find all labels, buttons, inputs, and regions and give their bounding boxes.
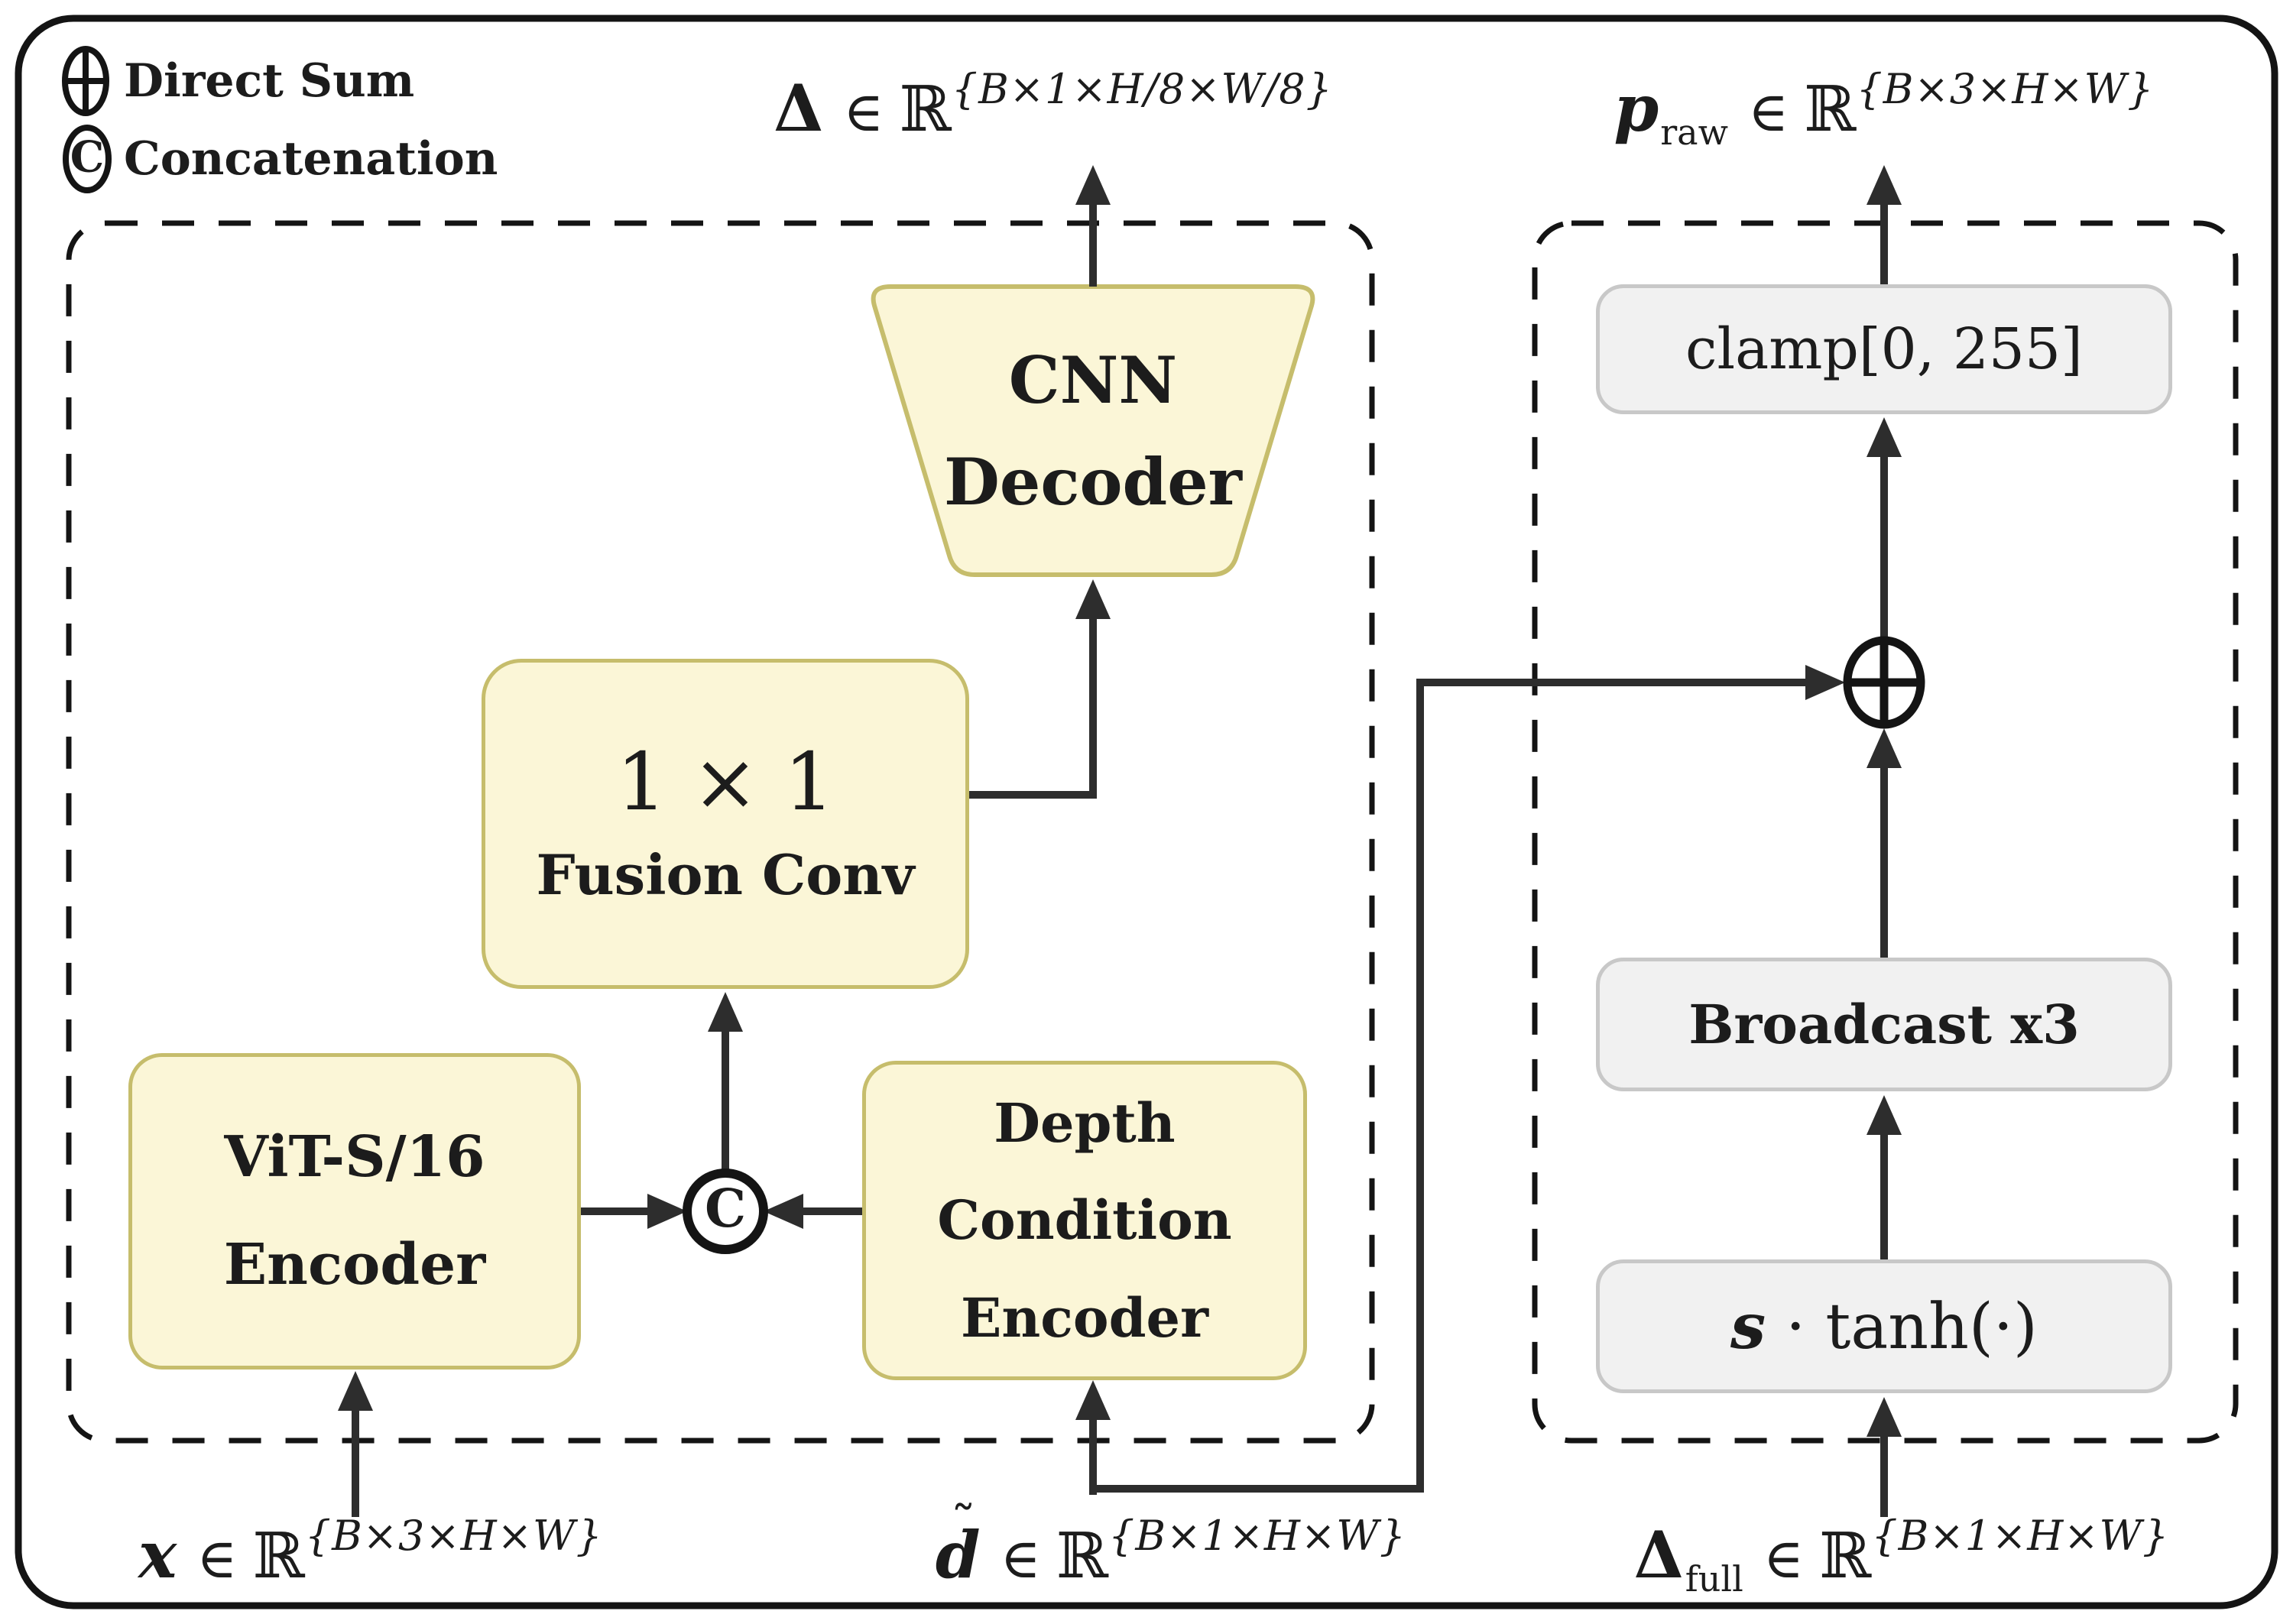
- arrowhead-sum-to-clamp: [1867, 417, 1902, 457]
- arrowhead-dtilde-to-depth: [1075, 1380, 1111, 1420]
- arrowhead-fusion-to-decoder: [1075, 579, 1111, 619]
- vit-encoder-block: ViT-S/16 Encoder: [128, 1053, 581, 1370]
- arrowhead-clamp-to-praw: [1867, 165, 1902, 205]
- fusion-conv-line1: 1 × 1: [616, 735, 835, 829]
- direct-sum-icon: [62, 46, 109, 116]
- real-set-symbol: ℝ: [1804, 73, 1857, 146]
- clamp-label: clamp[0, 255]: [1685, 316, 2083, 382]
- delta-full-shape-superscript: {B×1×H×W}: [1871, 1512, 2170, 1560]
- real-set-symbol: ℝ: [252, 1520, 305, 1593]
- arrowhead-vit-to-concat: [647, 1194, 687, 1229]
- delta-full-symbol: Δ: [1633, 1517, 1684, 1593]
- depth-encoder-line2: Condition: [937, 1188, 1232, 1253]
- vit-encoder-line1: ViT-S/16: [224, 1124, 485, 1191]
- tanh-scale-var: s: [1730, 1289, 1766, 1363]
- p-symbol: p: [1614, 70, 1659, 146]
- line-dtilde-to-sum: [1093, 679, 1805, 1493]
- label-d-tilde-input: ˜d ∈ℝ{B×1×H×W}: [936, 1500, 1406, 1590]
- fusion-conv-block: 1 × 1 Fusion Conv: [482, 659, 969, 989]
- fusion-conv-line2: Fusion Conv: [536, 842, 915, 907]
- tanh-rest: · tanh(·): [1766, 1290, 2038, 1363]
- delta-symbol: Δ: [774, 70, 824, 146]
- line-fusion-to-decoder: [969, 619, 1097, 799]
- p-raw-shape-superscript: {B×3×H×W}: [1856, 65, 2155, 113]
- real-set-symbol: ℝ: [1056, 1520, 1109, 1593]
- legend-concatenation-label: Concatenation: [124, 132, 498, 186]
- broadcast-label: Broadcast x3: [1688, 993, 2080, 1056]
- element-of-symbol: ∈: [1000, 1526, 1041, 1590]
- broadcast-block: Broadcast x3: [1596, 958, 2172, 1091]
- concat-node-icon: [683, 1169, 768, 1254]
- concatenation-icon: [63, 125, 112, 193]
- cnn-decoder-label: CNN Decoder: [917, 302, 1269, 562]
- depth-condition-encoder-block: Depth Condition Encoder: [862, 1061, 1307, 1380]
- x-symbol: x: [138, 1517, 177, 1593]
- arrowhead-depth-to-concat: [764, 1194, 803, 1229]
- delta-full-subscript: full: [1685, 1558, 1743, 1600]
- direct-sum-node-icon: [1843, 636, 1925, 729]
- d-tilde-symbol: ˜d: [936, 1500, 981, 1587]
- cnn-decoder-line2: Decoder: [944, 444, 1242, 520]
- arrowhead-broadcast-to-sum: [1867, 728, 1902, 768]
- label-x-input: x ∈ℝ{B×3×H×W}: [138, 1515, 603, 1590]
- p-raw-subscript: raw: [1660, 112, 1728, 153]
- depth-encoder-line3: Encoder: [961, 1285, 1208, 1350]
- arrowhead-tanh-to-broadcast: [1867, 1095, 1902, 1135]
- delta-shape-superscript: {B×1×H/8×W/8}: [951, 65, 1333, 113]
- d-tilde-shape-superscript: {B×1×H×W}: [1108, 1512, 1407, 1560]
- label-delta-full-input: Δfull ∈ℝ{B×1×H×W}: [1634, 1515, 2170, 1597]
- arrowhead-dtilde-to-sum: [1805, 665, 1845, 700]
- x-shape-superscript: {B×3×H×W}: [304, 1512, 603, 1560]
- real-set-symbol: ℝ: [1819, 1520, 1872, 1593]
- arrowhead-concat-to-fusion: [708, 992, 743, 1032]
- legend-concat-letter: C: [70, 131, 105, 183]
- legend-direct-sum-label: Direct Sum: [124, 54, 415, 108]
- clamp-block: clamp[0, 255]: [1596, 284, 2172, 414]
- element-of-symbol: ∈: [1747, 79, 1789, 144]
- cnn-decoder-line1: CNN: [1008, 342, 1178, 419]
- element-of-symbol: ∈: [196, 1526, 238, 1590]
- arrowhead-decoder-to-delta: [1075, 165, 1111, 205]
- connectors: [338, 165, 1902, 1517]
- label-p-raw-output: praw∈ℝ{B×3×H×W}: [1614, 69, 2154, 151]
- d-symbol: d: [935, 1517, 981, 1593]
- depth-encoder-line1: Depth: [994, 1091, 1176, 1155]
- cnn-decoder-trapezoid: [871, 284, 1315, 577]
- label-delta-output: Δ∈ℝ{B×1×H/8×W/8}: [774, 69, 1333, 144]
- arrowhead-deltafull-to-tanh: [1867, 1397, 1902, 1437]
- real-set-symbol: ℝ: [899, 73, 952, 146]
- scaled-tanh-block: s · tanh(·): [1596, 1259, 2172, 1393]
- arrowhead-x-to-vit: [338, 1371, 373, 1411]
- tilde-accent: ˜: [950, 1496, 976, 1554]
- concat-node-letter: C: [704, 1178, 747, 1240]
- scaled-tanh-label: s · tanh(·): [1730, 1290, 2038, 1363]
- outer-frame: [15, 15, 2278, 1609]
- element-of-symbol: ∈: [843, 79, 884, 144]
- vit-encoder-line2: Encoder: [223, 1232, 486, 1298]
- element-of-symbol: ∈: [1763, 1526, 1805, 1590]
